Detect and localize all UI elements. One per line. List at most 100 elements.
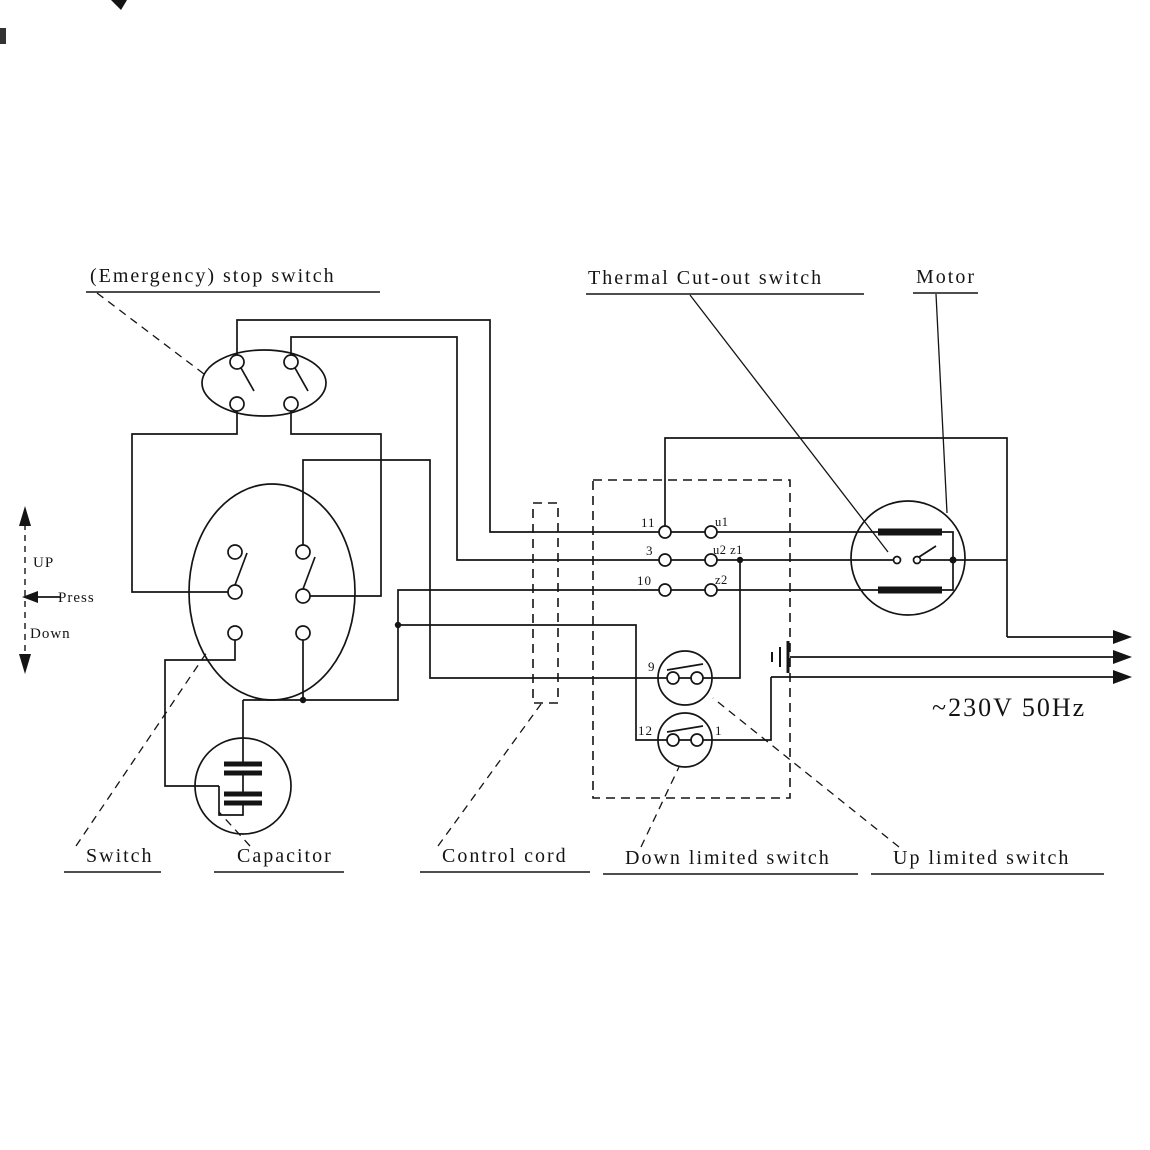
emergency-stop-body [201,349,327,417]
up-label: UP [33,555,54,571]
control-cord-label: Control cord [442,845,568,867]
junction-box [592,479,791,799]
switch-lever-right [302,556,316,590]
terminal [227,544,243,560]
scan-artifact-left [0,28,6,44]
emergency-stop-contact-right [294,367,309,392]
terminal-label-3: 3 [646,543,654,558]
down-limit-switch-component [657,712,713,768]
terminal [295,588,311,604]
main-switch-body [188,483,356,701]
power-arrow-icon [1113,650,1132,664]
terminal-label-u2z1: u2 z1 [713,543,743,557]
terminal-label-1: 1 [715,723,723,738]
emergency-stop-label: (Emergency) stop switch [90,265,336,287]
junction-box-outline [592,479,791,799]
wire-limit12-loop [398,624,772,741]
leader-thermal-cutout [689,294,889,553]
switch-label: Switch [86,845,154,867]
terminal-label-11: 11 [641,515,656,530]
up-limit-contact [666,663,704,671]
terminal-11 [658,525,672,539]
emergency-stop-switch-component [201,349,327,417]
up-limit-switch-component [657,650,713,706]
terminal [666,733,680,747]
power-arrow-icon [1113,630,1132,644]
terminal [295,544,311,560]
main-switch-component [188,483,356,701]
terminal [295,625,311,641]
junction-dot [299,696,307,704]
leader-motor [935,293,948,514]
power-arrows [1113,630,1132,684]
ground-symbol [771,641,790,673]
wire-es-bottom-right [290,411,382,597]
terminal [666,671,680,685]
terminal [283,354,299,370]
thermal-cutout-label: Thermal Cut-out switch [588,267,823,289]
leader-control-cord [437,703,542,847]
thermal-contact-terminal [892,555,902,565]
terminal [229,396,245,412]
terminal-rows [658,525,718,597]
power-rating-label: ~230V 50Hz [932,693,1086,722]
wire-z2-row [243,589,878,701]
labels: (Emergency) stop switch Thermal Cut-out … [64,265,1104,875]
switch-lever-left [234,552,248,586]
terminal-label-9: 9 [648,659,656,674]
motor-body [850,500,966,616]
wire-es-top-left [236,319,878,533]
thermal-contact-lever [918,545,937,558]
wire-capacitor-left [164,640,236,787]
up-limit-body [657,650,713,706]
terminal [690,733,704,747]
terminal [227,584,243,600]
direction-indicator: UP Press Down [19,506,95,674]
terminal-label-12: 12 [638,723,653,738]
terminal [227,625,243,641]
leader-emergency-stop [96,292,209,378]
wire-es-top-right [290,336,894,561]
terminal-u1 [704,525,718,539]
terminal-label-u1: u1 [715,515,729,529]
capacitor-label: Capacitor [237,845,333,867]
junction-dot [736,556,744,564]
down-limit-label: Down limited switch [625,847,831,869]
control-cord-outline [532,502,559,704]
down-limit-contact [666,725,704,733]
thermal-contact-terminal [912,555,922,565]
wire-es-bottom-left [131,411,238,593]
leader-switch [75,651,208,847]
junction-dot [394,621,402,629]
leader-up-limit [712,697,900,848]
terminal-label-10: 10 [637,573,652,588]
junction-dots [299,556,744,704]
motor-component [850,500,966,616]
terminal-u2z1 [704,553,718,567]
terminal [283,396,299,412]
press-label: Press [58,590,95,606]
down-limit-body [657,712,713,768]
terminal [229,354,245,370]
press-arrow-icon [22,591,38,603]
up-arrow-icon [19,506,31,526]
terminal-3 [658,553,672,567]
emergency-stop-contact-left [240,367,255,392]
wire-switch-to-limit9 [302,459,741,679]
wire-supply-top [664,437,1008,637]
power-arrow-icon [1113,670,1132,684]
leader-lines [75,292,948,848]
scan-artifact-top [111,0,127,10]
down-label: Down [30,626,71,642]
control-cord-component [532,502,559,704]
motor-label: Motor [916,266,976,288]
wire-power-lines [771,636,1113,678]
terminal-10 [658,583,672,597]
terminal-label-z2: z2 [715,573,728,587]
up-limit-label: Up limited switch [893,847,1070,869]
leader-capacitor [218,811,251,847]
terminal-z2 [704,583,718,597]
motor-common-node [949,556,957,564]
wires [131,319,1113,787]
